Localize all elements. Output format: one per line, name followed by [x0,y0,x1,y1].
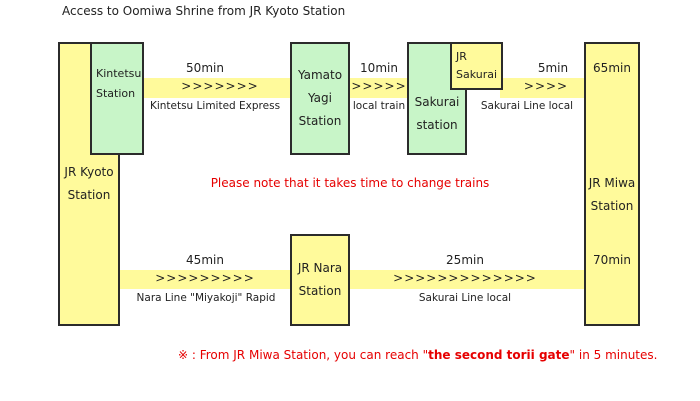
route-line-yagi-sakurai: local train [352,100,406,112]
transfer-warning: Please note that it takes time to change… [210,176,490,190]
route-band-nara-miwa [350,270,586,289]
route-line-kintetsu-yagi: Kintetsu Limited Express [149,100,281,112]
route-arrows-sakurai-miwa: >>>> [523,79,569,93]
route-band-sakurai-miwa [500,78,586,98]
footnote-prefix: ※ : From JR Miwa Station, you can reach … [178,348,429,362]
footnote: ※ : From JR Miwa Station, you can reach … [178,348,657,362]
station-yamato-yagi: Yamato Yagi Station [290,42,350,155]
route-band-kyoto-nara [118,270,294,289]
station-jr-miwa-label: JR Miwa Station [588,176,636,213]
footnote-highlight: the second torii gate [428,348,570,362]
station-kintetsu: Kintetsu Station [90,42,144,155]
station-jr-nara: JR Nara Station [290,234,350,326]
route-arrows-kintetsu-yagi: >>>>>>> [181,79,259,93]
route-band-yagi-sakurai [348,78,410,98]
route-arrows-yagi-sakurai: >>>>> [351,79,407,93]
route-arrows-kyoto-nara: >>>>>>>>> [155,271,255,285]
route-line-nara-miwa: Sakurai Line local [418,292,512,304]
total-time-upper: 65min [593,61,631,75]
route-line-kyoto-nara: Nara Line "Miyakoji" Rapid [136,292,276,304]
total-time-lower: 70min [593,253,631,267]
station-sakurai: Sakurai station [407,42,467,155]
station-jr-sakurai: JR Sakurai [450,42,503,90]
route-arrows-nara-miwa: >>>>>>>>>>>>> [393,271,537,285]
route-time-nara-miwa: 25min [446,253,484,267]
station-jr-miwa [584,42,640,326]
route-band-kintetsu-yagi [140,78,292,98]
station-jr-kyoto: JR Kyoto Station [58,42,120,326]
route-time-kintetsu-yagi: 50min [186,61,224,75]
footnote-suffix: " in 5 minutes. [569,348,658,362]
route-line-sakurai-miwa: Sakurai Line local [480,100,574,112]
route-time-kyoto-nara: 45min [186,253,224,267]
route-time-yagi-sakurai: 10min [360,61,398,75]
route-time-sakurai-miwa: 5min [537,61,569,75]
page-title: Access to Oomiwa Shrine from JR Kyoto St… [62,4,346,18]
